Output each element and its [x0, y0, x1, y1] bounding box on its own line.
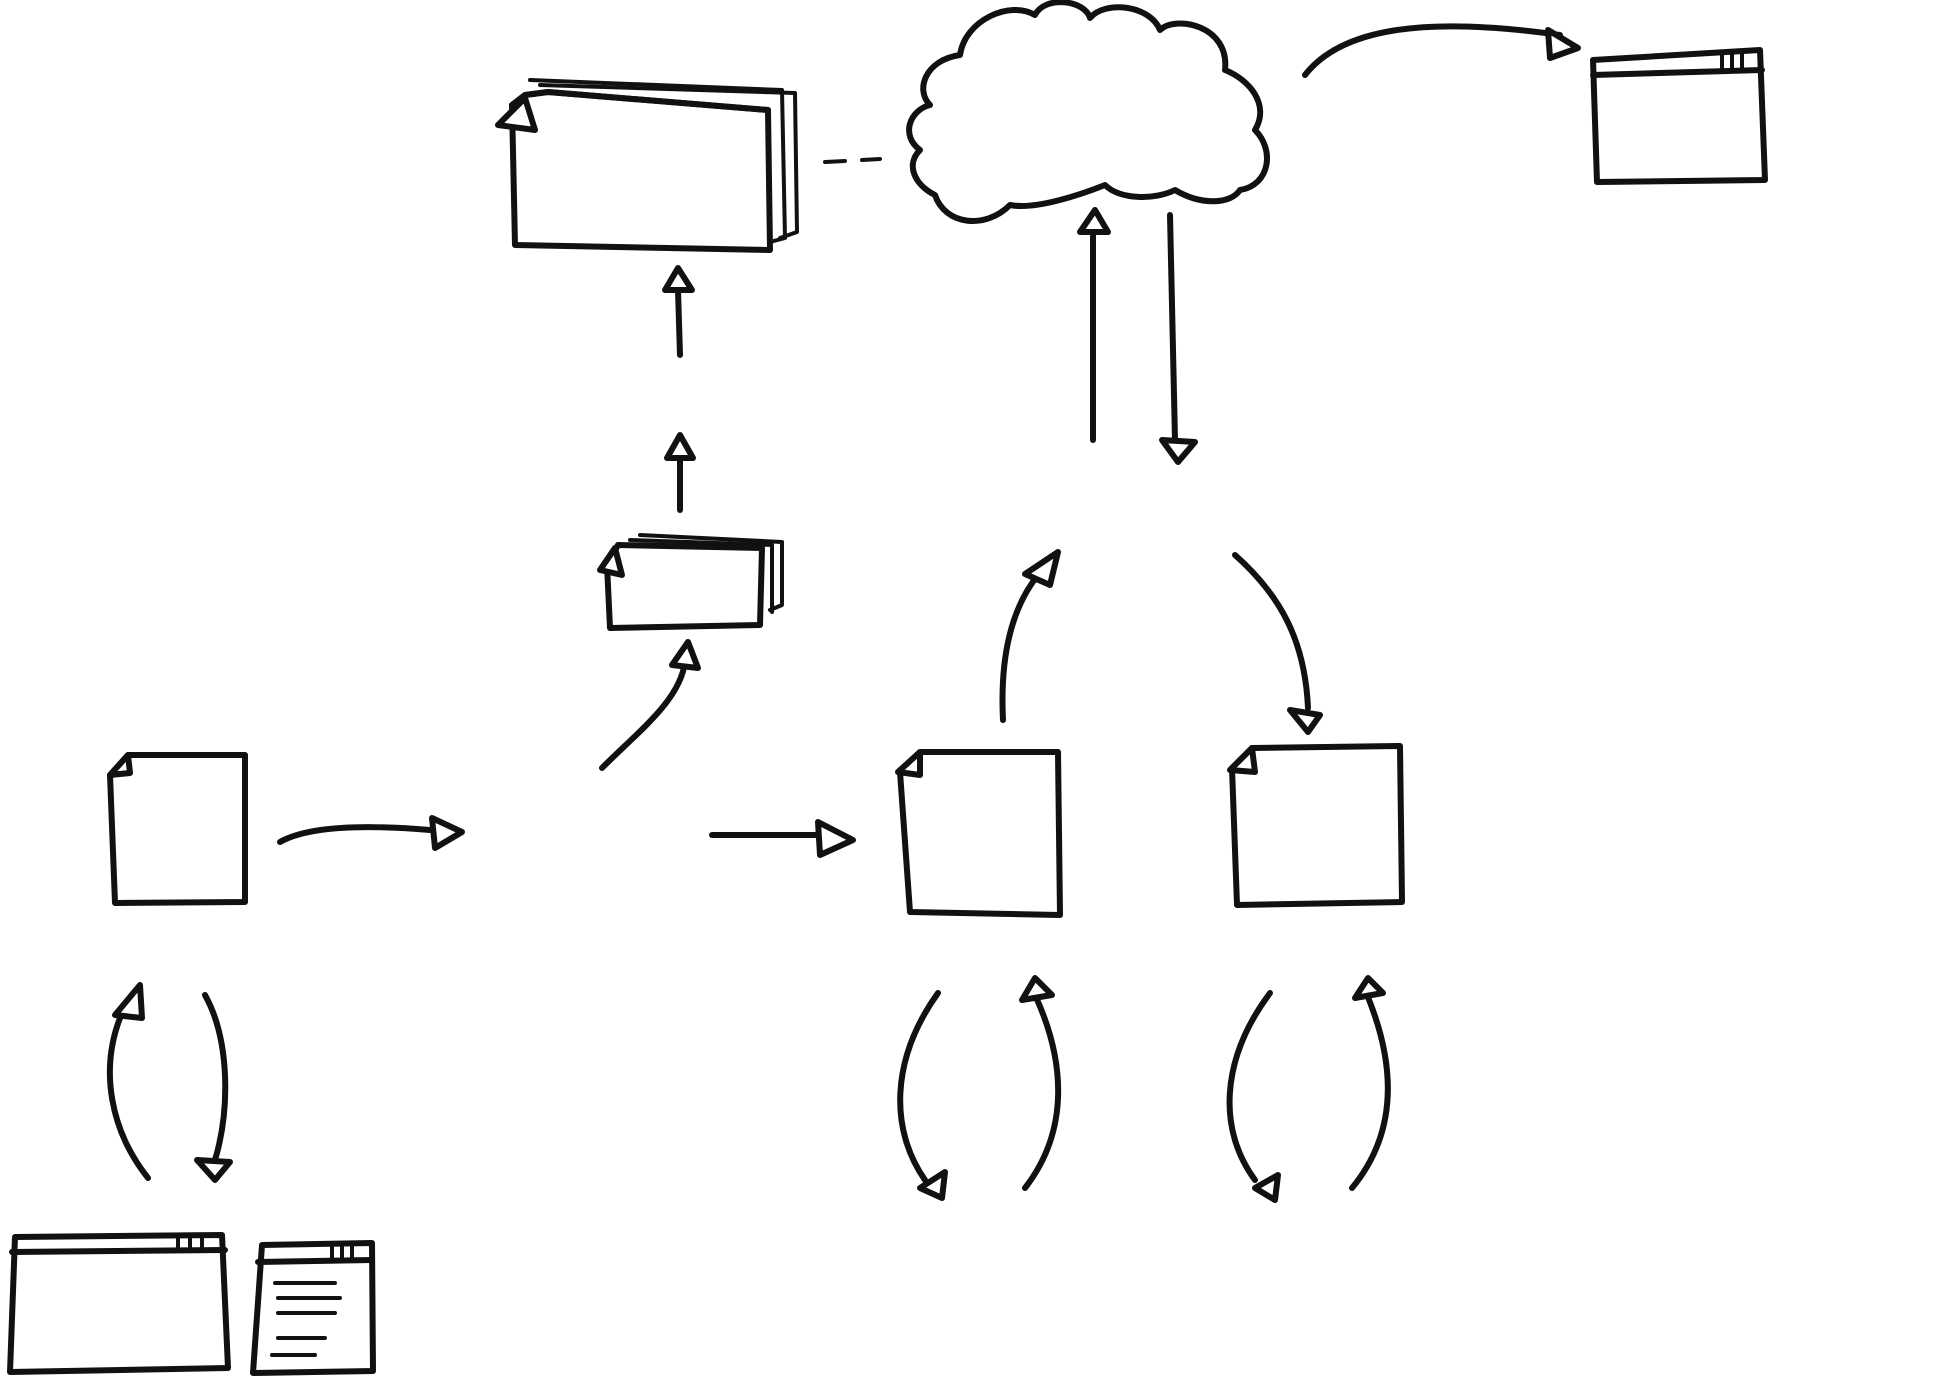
arrow-to-center-doc: [709, 819, 856, 858]
dash-link: [823, 157, 882, 164]
arrows-right-doc: [1226, 975, 1391, 1203]
cloud-icon: [906, 0, 1270, 224]
browser-window-icon: [1590, 47, 1768, 185]
stacked-folder-icon: [495, 78, 799, 253]
arrows-left-doc-window: [106, 982, 233, 1183]
arrow-curve-to-small-folder: [599, 639, 701, 771]
arrow-up-to-cloud: [1077, 207, 1111, 443]
arrow-center-doc-up: [999, 549, 1061, 723]
small-stacked-folder-icon: [597, 533, 784, 631]
text-window-icon: [250, 1240, 376, 1376]
window-icon: [7, 1232, 231, 1375]
arrows-center-doc: [897, 975, 1062, 1201]
arrow-up-middle: [664, 432, 696, 513]
document-icon-right: [1227, 743, 1405, 908]
document-icon-center: [895, 749, 1063, 918]
arrow-down-from-cloud: [1159, 212, 1198, 465]
arrow-down-to-right-doc: [1232, 552, 1323, 735]
arrow-cloud-to-window: [1302, 23, 1581, 78]
arrow-up-to-folder: [662, 265, 695, 358]
arrow-doc-right: [277, 815, 465, 851]
document-icon-left: [107, 752, 248, 906]
